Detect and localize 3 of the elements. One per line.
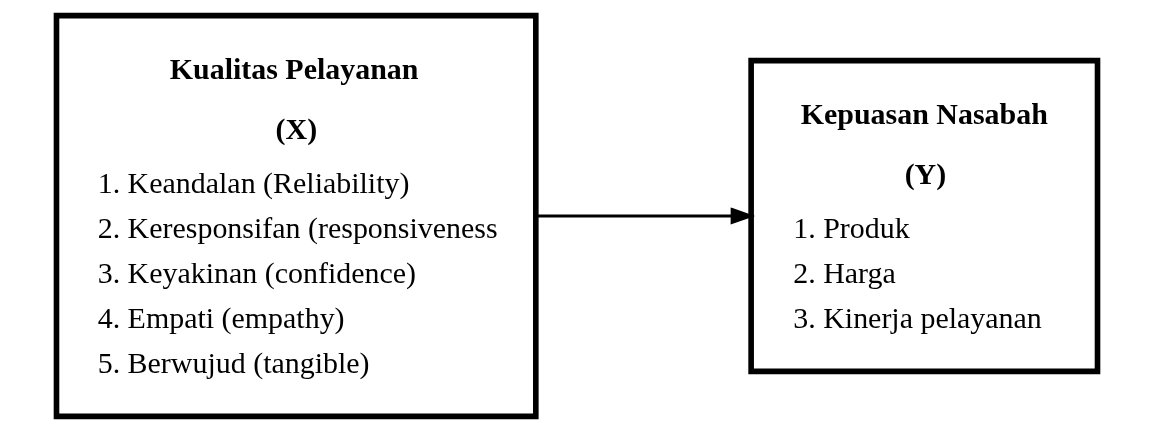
node-box: Kepuasan Nasabah (Y) 1. Produk 2. Harga 3. Kinerja pelayanan — [747, 57, 1100, 375]
arrow — [535, 207, 755, 225]
node-box: Kualitas Pelayanan (X) 1. Keandalan (Reliability) 2. Keresponsifan (responsiveness 3. Keyakinan (confidence) 4. Empati (empathy) 5. Berwujud (tangible) — [53, 12, 539, 420]
